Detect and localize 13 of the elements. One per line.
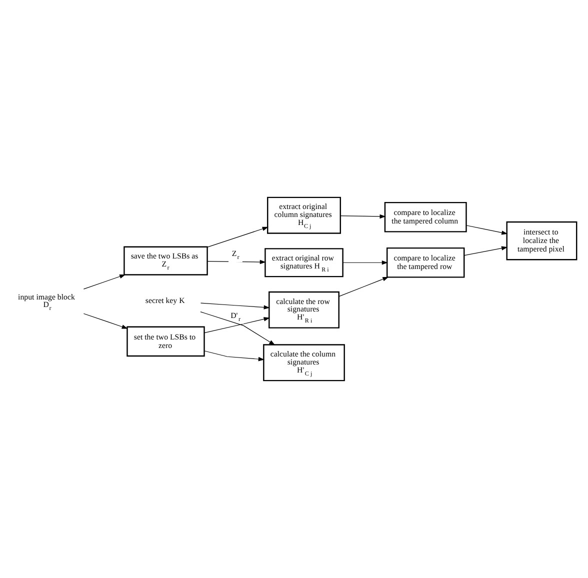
arrow: [206, 260, 266, 264]
arrow: [83, 313, 128, 329]
arrow: [83, 274, 126, 290]
arrow: [338, 276, 389, 297]
arrow: [466, 225, 508, 235]
arrow: [204, 317, 270, 334]
arrow: [464, 246, 508, 256]
arrow: [200, 302, 270, 310]
arrow: [206, 226, 268, 248]
arrow: [342, 260, 388, 265]
arrow: [200, 312, 276, 346]
arrow: [204, 350, 264, 362]
arrow: [340, 214, 386, 219]
